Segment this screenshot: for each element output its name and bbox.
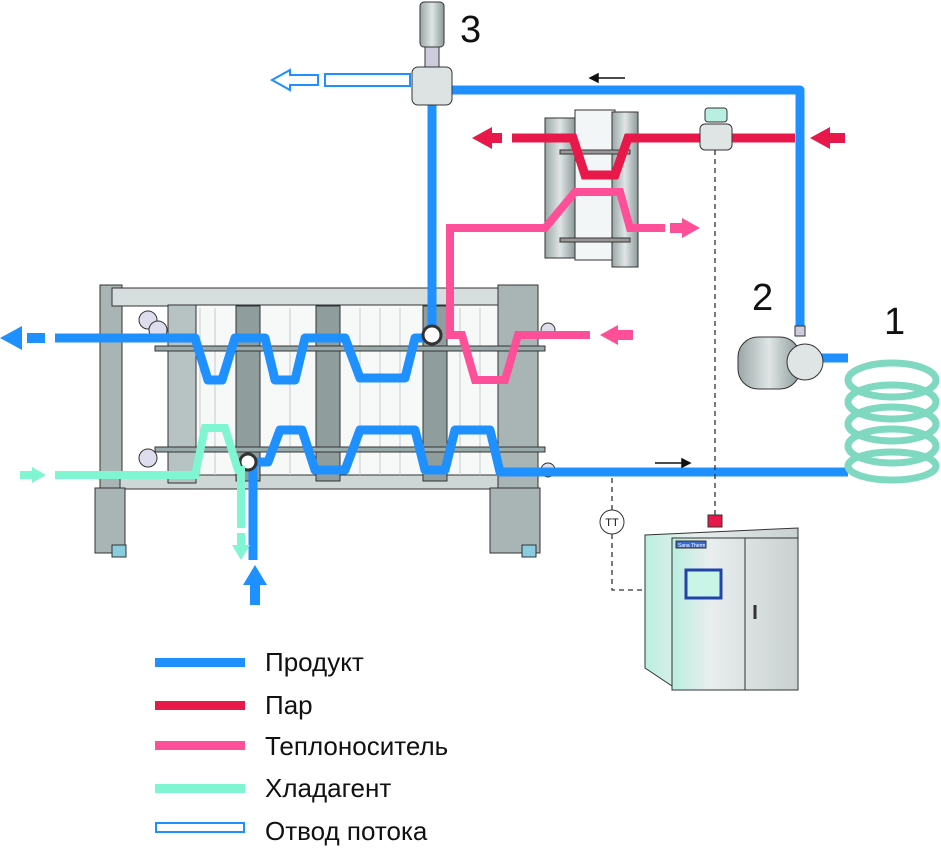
legend-label-steam: Пар [265, 690, 313, 720]
legend-swatch-coolant [155, 784, 245, 793]
temperature-sensor [599, 509, 625, 535]
steam-out-arrow-icon [472, 127, 492, 149]
holding-coil [844, 359, 940, 484]
label-3: 3 [460, 9, 481, 51]
divert-valve [411, 1, 453, 106]
product-outlet-line [55, 100, 437, 385]
steam-line [472, 127, 845, 180]
legend-swatch-steam [155, 701, 245, 710]
label-1: 1 [884, 301, 905, 343]
steam-in-arrow-icon [810, 127, 830, 149]
divert-arrow [269, 68, 411, 92]
legend-label-heat-carrier: Теплоноситель [265, 731, 448, 761]
legend-swatch-product [155, 658, 245, 667]
label-2: 2 [752, 277, 773, 319]
control-wiring [611, 150, 716, 591]
heat-carrier-in-arrow-icon [600, 325, 618, 345]
control-cabinet [644, 514, 799, 691]
flow-direction-arrows [588, 72, 692, 469]
heat-carrier-line [446, 188, 700, 384]
coolant-out-arrow-icon [232, 545, 250, 560]
product-exchanger-line [248, 425, 848, 560]
legend-swatch-heat-carrier [155, 741, 245, 750]
product-in-arrow-icon [243, 565, 267, 585]
steam-control-valve [699, 107, 733, 151]
heat-carrier-out-arrow-icon [682, 218, 700, 238]
coolant-in-arrow-icon [32, 467, 46, 483]
product-return-line [445, 85, 805, 330]
legend-label-coolant: Хладагент [265, 773, 391, 803]
product-lines [55, 85, 848, 560]
legend: Продукт Пар Теплоноситель Хладагент Отво… [155, 647, 448, 846]
sensor-label: TT [605, 517, 619, 529]
legend-label-product: Продукт [265, 647, 364, 677]
product-out-arrow-icon [0, 326, 22, 350]
cabinet-brand: Sana Therm [678, 543, 705, 549]
coolant-line [20, 424, 250, 560]
legend-swatch-divert [155, 822, 245, 833]
legend-label-divert: Отвод потока [265, 816, 428, 846]
plate-heat-exchanger [94, 284, 556, 558]
pump [737, 325, 824, 390]
product-arrows [0, 326, 267, 605]
touch-screen [684, 568, 723, 600]
alarm-lamp-icon [707, 514, 723, 528]
